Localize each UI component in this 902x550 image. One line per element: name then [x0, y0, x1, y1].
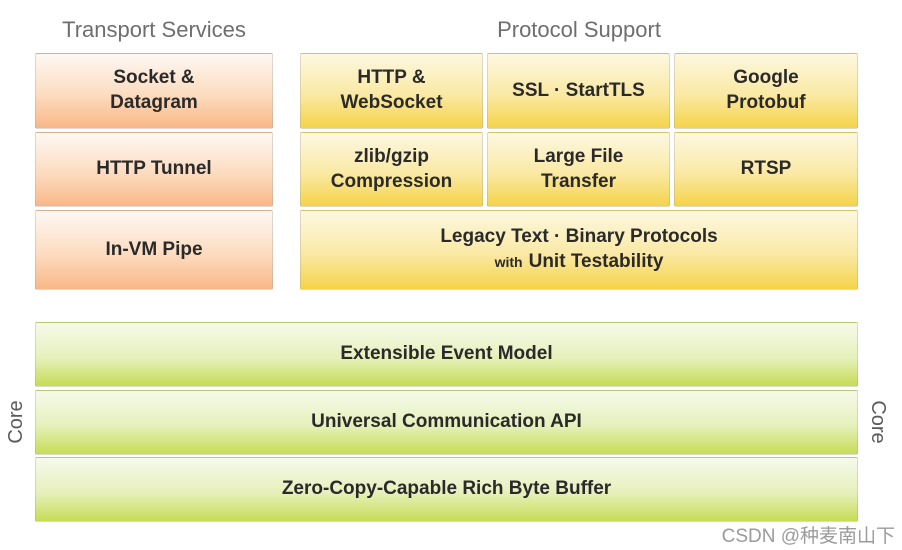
box-legacy-protocols: Legacy Text · Binary Protocols with Unit… — [300, 210, 858, 290]
box-google-protobuf-label: Google Protobuf — [726, 67, 806, 113]
core-side-label-left: Core — [4, 400, 27, 444]
box-in-vm-pipe-label: In-VM Pipe — [105, 238, 203, 260]
transport-services-header: Transport Services — [62, 17, 246, 42]
core-side-label-right: Core — [867, 400, 890, 444]
box-large-file-transfer-label: Large File Transfer — [533, 145, 624, 192]
box-zlib-gzip-compression-label: zlib/gzip Compression — [330, 145, 453, 192]
box-google-protobuf: Google Protobuf — [674, 53, 858, 129]
box-in-vm-pipe: In-VM Pipe — [35, 210, 273, 290]
box-universal-communication-api-label: Universal Communication API — [311, 411, 582, 433]
box-ssl-starttls-label: SSL · StartTLS — [512, 79, 645, 101]
box-extensible-event-model-label: Extensible Event Model — [340, 343, 553, 365]
box-http-tunnel: HTTP Tunnel — [35, 132, 273, 207]
box-universal-communication-api: Universal Communication API — [35, 390, 858, 455]
csdn-watermark: CSDN @种麦南山下 — [721, 526, 895, 547]
box-socket-datagram-label: Socket & Datagram — [110, 67, 198, 113]
box-legacy-protocols-with: with — [494, 254, 523, 270]
box-zlib-gzip-compression: zlib/gzip Compression — [300, 132, 483, 207]
box-ssl-starttls: SSL · StartTLS — [487, 53, 670, 129]
box-large-file-transfer: Large File Transfer — [487, 132, 670, 207]
box-legacy-protocols-line1: Legacy Text · Binary Protocols — [440, 226, 718, 248]
box-zero-copy-byte-buffer-label: Zero-Copy-Capable Rich Byte Buffer — [281, 478, 612, 500]
protocol-support-header: Protocol Support — [497, 17, 661, 42]
box-http-websocket: HTTP & WebSocket — [300, 53, 483, 129]
box-legacy-protocols-line2: Unit Testability — [528, 251, 664, 272]
box-extensible-event-model: Extensible Event Model — [35, 322, 858, 387]
box-http-websocket-label: HTTP & WebSocket — [340, 67, 443, 113]
box-zero-copy-byte-buffer: Zero-Copy-Capable Rich Byte Buffer — [35, 457, 858, 522]
box-rtsp: RTSP — [674, 132, 858, 207]
box-socket-datagram: Socket & Datagram — [35, 53, 273, 129]
box-rtsp-label: RTSP — [740, 158, 792, 180]
box-http-tunnel-label: HTTP Tunnel — [96, 158, 212, 180]
